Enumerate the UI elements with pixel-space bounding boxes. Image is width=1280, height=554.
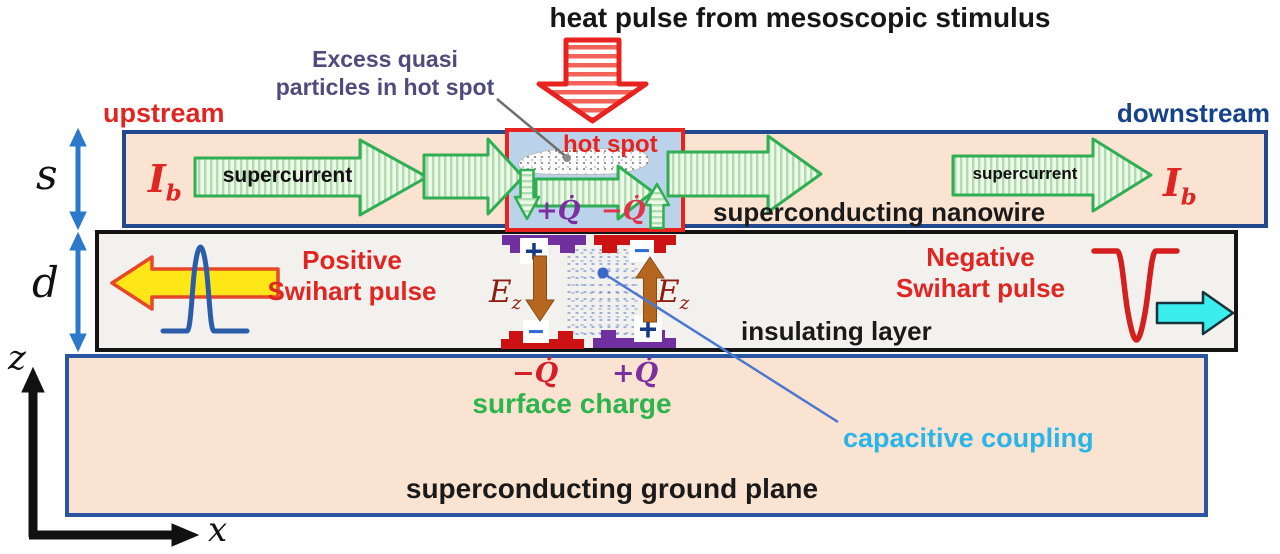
heat-rate-plus-ground: +Q̇ (612, 358, 659, 389)
supercurrent-label-right: supercurrent (972, 164, 1078, 183)
heat-rate-plus-hotspot: +Q̇ (536, 196, 581, 226)
minus-glyph: − (633, 235, 651, 266)
bottom-left-pad-tab (509, 331, 524, 339)
heat-rate-minus-ground: −Q̇ (512, 358, 559, 389)
upstream-label: upstream (103, 98, 225, 128)
minus-sign-top-right: − (630, 235, 654, 266)
heat-rate-minus-hotspot: −Q̇ (601, 196, 646, 226)
bottom-right-pad-tab (601, 330, 616, 338)
title-text: heat pulse from mesoscopic stimulus (549, 2, 1051, 33)
positive-swihart-label: Positive Swihart pulse (262, 245, 442, 307)
ib-symbol: I (1163, 160, 1181, 205)
capacitive-coupling-label: capacitive coupling (843, 423, 1094, 453)
capacitive-field-hatch (566, 248, 638, 338)
ez-subscript: z (679, 293, 690, 315)
top-left-pad-tab (560, 245, 575, 253)
hot-spot-label: hot spot (563, 131, 658, 158)
plus-glyph: + (638, 310, 658, 347)
diagram-title: heat pulse from mesoscopic stimulus (500, 2, 1100, 34)
top-right-pad-tab (602, 245, 617, 253)
heat-pulse-arrow (536, 37, 649, 124)
ground-plane-label: superconducting ground plane (405, 473, 819, 504)
nanowire-label: superconducting nanowire (713, 197, 1046, 227)
top-right-pad-tab (651, 245, 666, 253)
z-axis-label: z (8, 338, 26, 378)
bias-current-left: Ib (148, 156, 182, 207)
minus-glyph: − (527, 315, 545, 347)
positive-line1: Positive (302, 245, 402, 275)
downstream-label: downstream (1116, 98, 1270, 128)
insulating-layer-label: insulating layer (741, 316, 932, 346)
s-thickness-label: s (36, 150, 58, 199)
supercurrent-label-left: supercurrent (222, 164, 353, 187)
positive-line2: Swihart pulse (267, 276, 437, 306)
bias-current-right: Ib (1163, 160, 1197, 211)
ib-subscript: b (165, 180, 182, 207)
excess-line2: particles in hot spot (275, 74, 495, 100)
ib-subscript: b (1180, 184, 1197, 211)
plus-sign-bottom-right: + (634, 310, 662, 347)
ez-symbol: E (489, 274, 512, 310)
negative-line2: Swihart pulse (895, 273, 1066, 303)
ez-symbol: E (657, 274, 680, 310)
s-dimension-arrow (69, 127, 87, 231)
x-axis-label: x (208, 510, 228, 550)
ez-subscript: z (511, 293, 522, 315)
d-dimension-arrow (69, 231, 87, 353)
negative-line1: Negative (926, 242, 1035, 272)
plus-glyph: + (524, 233, 544, 269)
plus-sign-top-left: + (520, 233, 548, 269)
excess-quasiparticles-label: Excess quasi particles in hot spot (250, 45, 520, 101)
d-thickness-label: d (32, 258, 59, 307)
bottom-left-negative-pad (501, 339, 584, 349)
e-field-label-left: Ez (489, 274, 521, 314)
negative-swihart-label: Negative Swihart pulse (878, 242, 1083, 304)
surface-charge-label: surface charge (472, 388, 672, 419)
top-left-pad-tab (510, 245, 525, 253)
minus-sign-bottom-left: − (523, 315, 549, 347)
excess-line1: Excess quasi (312, 46, 458, 72)
bottom-left-pad-tab (558, 331, 573, 339)
ib-symbol: I (148, 156, 166, 201)
e-field-label-right: Ez (657, 274, 689, 314)
